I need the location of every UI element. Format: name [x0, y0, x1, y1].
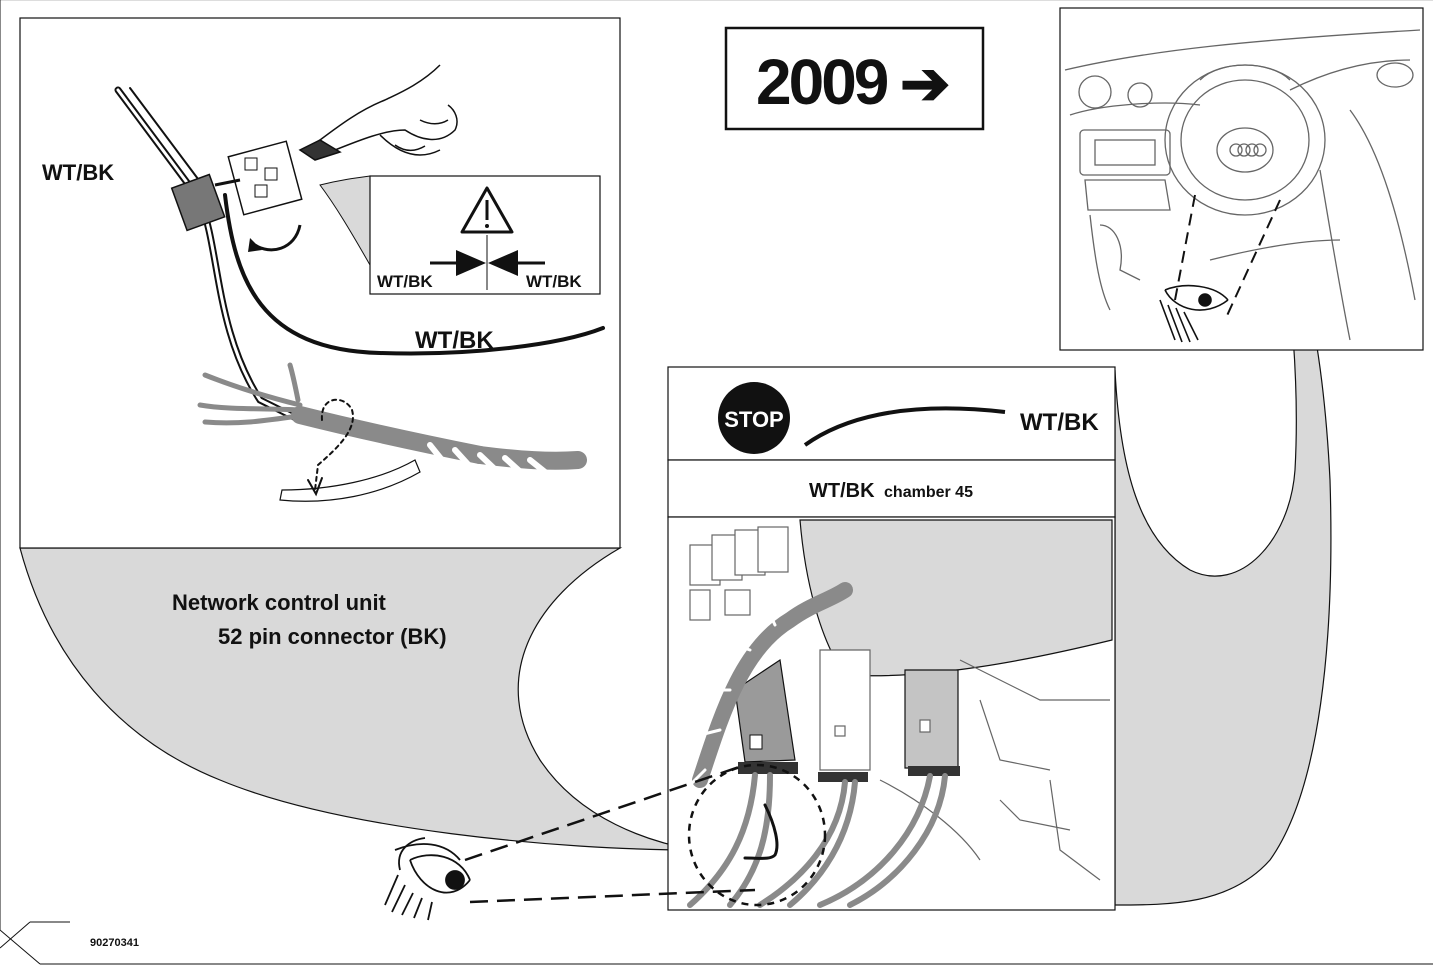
left-callout-shape: [19, 547, 696, 851]
sight-lines: [464, 763, 756, 904]
warning-triangle-icon: [460, 186, 514, 234]
butt-splice-arrows: [430, 235, 545, 290]
network-control-unit-illustration: [689, 519, 1113, 881]
chamber-number: chamber 45: [884, 484, 973, 501]
chamber-row: [667, 459, 1116, 518]
harness-wires: [687, 582, 948, 908]
wt-bk-wire-curve: [223, 193, 605, 356]
stop-wire-curve: [803, 406, 1006, 447]
connector-52-pin: [734, 658, 960, 782]
stop-sign-icon: STOP: [718, 382, 790, 454]
wire-label-curve: WT/BK: [415, 327, 494, 354]
callout-line-1: Network control unit: [172, 590, 387, 615]
year-badge: 2009 ➔: [724, 26, 985, 131]
year-badge-arrow: ➔: [900, 50, 950, 117]
warning-label-right: WT/BK: [526, 272, 582, 291]
chamber-label: WT/BK chamber 45: [809, 480, 973, 502]
year-badge-text: 2009: [756, 46, 888, 118]
view-cone: [1174, 194, 1281, 321]
dashboard-illustration: [1064, 29, 1421, 341]
wire-label-top-left: WT/BK: [42, 160, 114, 185]
part-number: 90270341: [90, 937, 139, 949]
focus-circle: [687, 763, 827, 907]
stop-sign-text: STOP: [724, 407, 784, 432]
warning-label-left: WT/BK: [377, 272, 433, 291]
eye-icon: [1159, 284, 1229, 343]
wt-bk-wire-highlight: [743, 803, 779, 860]
stop-wire-label: WT/BK: [1020, 409, 1099, 436]
hand-icon: [298, 64, 458, 161]
connector-housing: [170, 140, 303, 252]
callout-line-2: 52 pin connector (BK): [218, 624, 447, 649]
eye-icon-large: [384, 837, 471, 921]
chamber-color: WT/BK: [809, 480, 875, 502]
